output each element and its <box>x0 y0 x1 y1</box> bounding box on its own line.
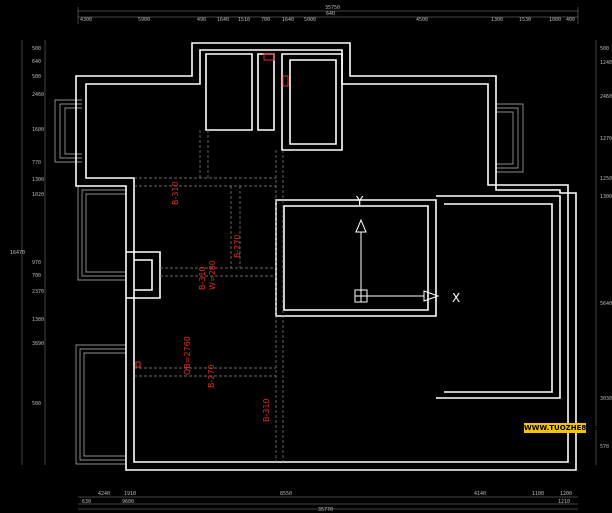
top-total-dim: 35750 <box>325 5 340 11</box>
bottom-dim-2: 8550 <box>280 491 292 497</box>
walls <box>75 42 577 471</box>
beam-label-3: W=280 <box>208 260 217 290</box>
left-dim-11: 2370 <box>32 289 44 295</box>
right-dim-3: 1270 <box>600 136 612 142</box>
top-dim-8: 4500 <box>416 17 428 23</box>
left-dim-12: 1380 <box>32 317 44 323</box>
bottom-dimensions: 4240 1910 8550 4140 1100 1200 630 9600 1… <box>78 491 578 513</box>
bottom-dim-0: 4240 <box>98 491 110 497</box>
beam-label-5: B-270 <box>207 364 216 388</box>
beam-label-2: B-310 <box>198 266 207 290</box>
left-dim-4: 1600 <box>32 127 44 133</box>
left-dim-total: 16470 <box>10 250 25 256</box>
right-dim-5: 1300 <box>600 194 612 200</box>
left-dim-2: 500 <box>32 74 41 80</box>
top-dim-12: 400 <box>566 17 575 23</box>
bottom-dim2-2: 1210 <box>558 499 570 505</box>
right-dim-1: 1240 <box>600 60 612 66</box>
top-dim-4: 1510 <box>238 17 250 23</box>
top-dimensions: 35750 640 4300 5900 490 1640 1510 700 16… <box>77 5 579 24</box>
left-dim-0: 500 <box>32 46 41 52</box>
top-dim-9: 1300 <box>491 17 503 23</box>
bottom-dim-4: 1100 <box>532 491 544 497</box>
right-dim-0: 500 <box>600 46 609 52</box>
bottom-total-dim: 35770 <box>318 507 333 513</box>
left-dim-3: 2460 <box>32 92 44 98</box>
left-dim-10: 700 <box>32 273 41 279</box>
beam-label-1: B-270 <box>233 234 242 258</box>
beams <box>134 130 284 462</box>
beam-label-0: B-310 <box>171 181 180 205</box>
left-dim-1: 640 <box>32 59 41 65</box>
top-dim-7: 5000 <box>304 17 316 23</box>
ucs-axis-icon: Y X <box>354 194 460 305</box>
right-dim-8: 570 <box>600 444 609 450</box>
top-dim-5: 700 <box>261 17 270 23</box>
top-dim-6: 1640 <box>282 17 294 23</box>
axis-x-label: X <box>452 291 460 305</box>
beam-label-4: QB=2760 <box>183 336 192 375</box>
red-marks <box>135 53 289 368</box>
left-dim-7: 1020 <box>32 192 44 198</box>
bottom-dim-5: 1200 <box>560 491 572 497</box>
left-dimensions: 500 640 500 2460 1600 770 1300 1020 1647… <box>10 40 46 465</box>
bottom-dim2-1: 9600 <box>122 499 134 505</box>
left-dim-5: 770 <box>32 160 41 166</box>
top-dim-2: 490 <box>197 17 206 23</box>
top-dim-3: 1640 <box>217 17 229 23</box>
left-dim-13: 3890 <box>32 341 44 347</box>
right-dim-6: 5640 <box>600 301 612 307</box>
right-dim-4: 1250 <box>600 176 612 182</box>
right-dimensions: 500 1240 2460 1270 1250 1300 5640 3030 5… <box>595 40 612 465</box>
bottom-dim-3: 4140 <box>474 491 486 497</box>
top-dim-1: 5900 <box>138 17 150 23</box>
right-dim-7: 3030 <box>600 396 612 402</box>
left-dim-6: 1300 <box>32 177 44 183</box>
left-dim-14: 500 <box>32 401 41 407</box>
bottom-dim2-0: 630 <box>82 499 91 505</box>
watermark-logo: WWW.TUOZHE8.com <box>524 423 606 433</box>
beam-labels: B-310 B-270 B-310 W=280 QB=2760 B-270 B-… <box>171 181 271 422</box>
top-dim-10: 1530 <box>519 17 531 23</box>
top-dim-11: 1000 <box>549 17 561 23</box>
beam-label-6: B-310 <box>262 398 271 422</box>
left-dim-9: 970 <box>32 260 41 266</box>
top-dim-0: 4300 <box>80 17 92 23</box>
top-secondary-dim: 640 <box>326 11 335 17</box>
right-dim-2: 2460 <box>600 94 612 100</box>
bottom-dim-1: 1910 <box>124 491 136 497</box>
axis-y-label: Y <box>355 194 364 208</box>
